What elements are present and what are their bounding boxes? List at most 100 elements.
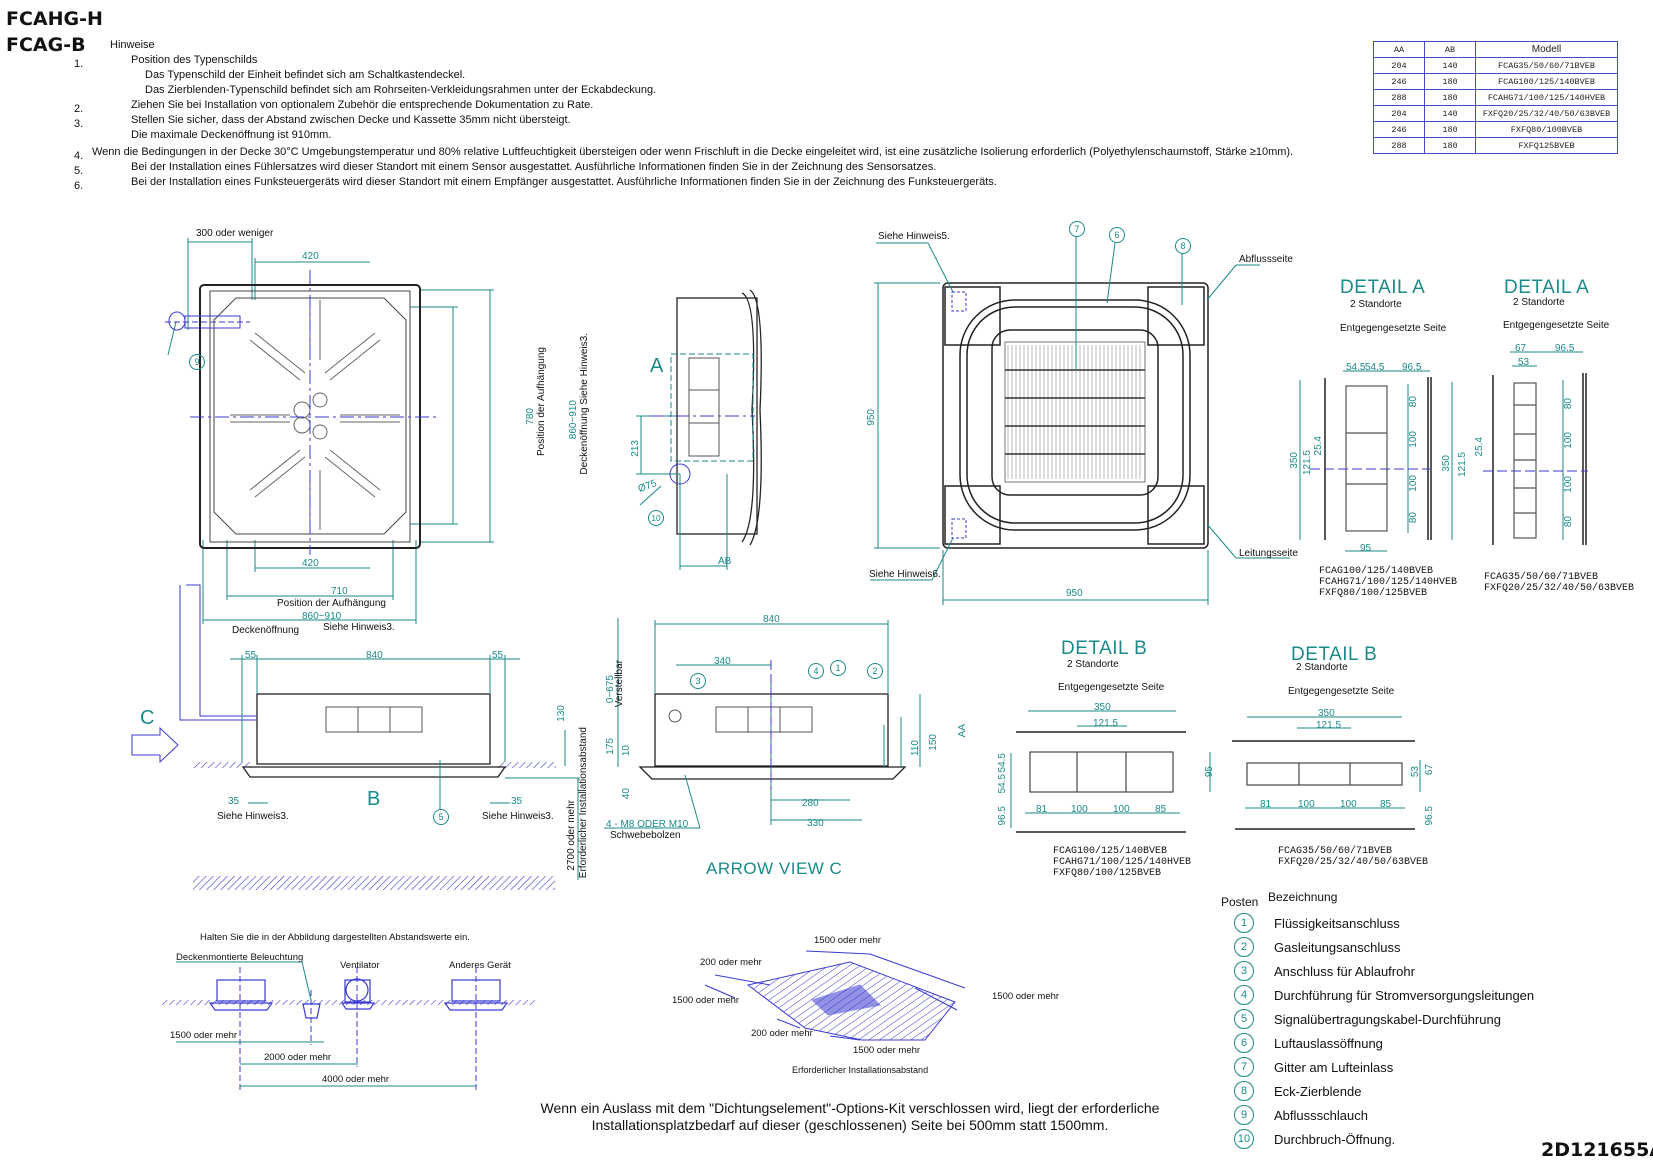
dim-2000-or-more: 2000 oder mehr	[264, 1052, 332, 1063]
dim-55-right: 55	[492, 650, 504, 661]
model-title-fcag: FCAG-B	[6, 34, 86, 56]
legend-label: Luftauslassöffnung	[1274, 1035, 1383, 1051]
dim-950-h: 950	[1066, 588, 1083, 599]
dim-710: 710	[331, 586, 348, 597]
note-text: Bei der Installation eines Fühlersatzes …	[131, 161, 937, 173]
footer-note-line2: Installationsplatzbedarf auf dieser (ges…	[591, 1117, 1109, 1133]
legend-item: 1 Flüssigkeitsanschluss	[1234, 911, 1400, 935]
legend-number: 10	[1234, 1129, 1254, 1149]
fan-label: Ventilator	[340, 960, 380, 971]
detail-b-left-side: Entgegengesetzte Seite	[1058, 682, 1165, 693]
dim: 350	[1318, 708, 1335, 719]
dim: 85	[1380, 799, 1392, 810]
note-number: 4.	[74, 150, 84, 162]
legend-number: 1	[1234, 913, 1254, 933]
legend-header-bezeichnung: Bezeichnung	[1268, 890, 1338, 904]
model-name: FCAHG71/100/125/140HVEB	[1053, 857, 1192, 868]
legend-item: 7 Gitter am Lufteinlass	[1234, 1055, 1393, 1079]
dim-280: 280	[802, 798, 819, 809]
callout-4: 4	[808, 663, 824, 679]
detail-b-right-sub: 2 Standorte	[1296, 662, 1348, 673]
iso-dim-top: 1500 oder mehr	[814, 935, 882, 946]
spacing-caption: Halten Sie die in der Abbildung dargeste…	[200, 932, 470, 943]
dim: 95	[1360, 543, 1372, 554]
dim: 54.5	[1365, 362, 1385, 373]
dim-420-top: 420	[302, 251, 319, 262]
view-letter-b: B	[367, 788, 381, 810]
see-note-3-label: Siehe Hinweis3.	[323, 622, 395, 633]
callout-1: 1	[830, 660, 846, 676]
legend-number: 9	[1234, 1105, 1254, 1125]
model-name: FCAHG71/100/125/140HVEB	[1319, 577, 1458, 588]
model-name: FXFQ20/25/32/40/50/63BVEB	[1484, 583, 1635, 594]
dim: 54.5	[1346, 362, 1366, 373]
dim-35-left: 35	[228, 796, 240, 807]
callout-5: 5	[433, 809, 449, 825]
callout-10: 10	[648, 510, 664, 526]
legend-number: 7	[1234, 1057, 1254, 1077]
legend-label: Flüssigkeitsanschluss	[1274, 915, 1400, 931]
legend-number: 3	[1234, 961, 1254, 981]
dim-ab: AB	[718, 556, 732, 567]
legend-item: 8 Eck-Zierblende	[1234, 1079, 1361, 1103]
detail-b-right-title: DETAIL B	[1291, 644, 1378, 665]
legend-item: 10 Durchbruch-Öffnung.	[1234, 1127, 1395, 1151]
callout-2: 2	[867, 663, 883, 679]
iso-caption: Erforderlicher Installationsabstand	[792, 1065, 929, 1075]
callout-8: 8	[1175, 238, 1191, 254]
arrow-view-c-title: ARROW VIEW C	[706, 859, 843, 878]
legend-label: Gasleitungsanschluss	[1274, 939, 1401, 955]
dim: 85	[1155, 804, 1167, 815]
dim-420-bottom: 420	[302, 558, 319, 569]
view-letter-a: A	[650, 355, 664, 377]
iso-dim-left: 1500 oder mehr	[672, 995, 740, 1006]
dim-4000-or-more: 4000 oder mehr	[322, 1074, 390, 1085]
dim: 81	[1036, 804, 1048, 815]
legend-label: Durchbruch-Öffnung.	[1274, 1131, 1396, 1147]
callout-6: 6	[1109, 227, 1125, 243]
legend-label: Gitter am Lufteinlass	[1274, 1059, 1394, 1075]
detail-a-left-title: DETAIL A	[1340, 277, 1426, 298]
dim-55-left: 55	[245, 650, 257, 661]
dim-840-c: 840	[763, 614, 780, 625]
bolt-spec: 4 - M8 ODER M10	[606, 819, 689, 830]
note-text: Position des Typenschilds	[131, 54, 258, 66]
detail-a-right-side: Entgegengesetzte Seite	[1503, 320, 1610, 331]
legend-header-posten: Posten	[1221, 895, 1259, 909]
dim-860-910-h: 860~910	[302, 611, 342, 622]
dim: 121.5	[1093, 718, 1119, 729]
legend-number: 4	[1234, 985, 1254, 1005]
dim-35-right: 35	[511, 796, 523, 807]
model-name: FCAG35/50/60/71BVEB	[1484, 572, 1599, 583]
note-text: Wenn die Bedingungen in der Decke 30°C U…	[92, 146, 1294, 158]
note-number: 1.	[74, 58, 84, 70]
note-text: Das Zierblenden-Typenschild befindet sic…	[145, 84, 657, 96]
model-name: FXFQ80/100/125BVEB	[1053, 868, 1162, 879]
dim: 81	[1260, 799, 1272, 810]
dim: 121.5	[1316, 720, 1342, 731]
suspension-position-label-h: Position der Aufhängung	[277, 598, 386, 609]
note-text: Bei der Installation eines Funksteuerger…	[131, 176, 997, 188]
dim: 100	[1071, 804, 1088, 815]
document-number: 2D121655A	[1541, 1139, 1653, 1161]
detail-a-left-models: FCAG100/125/140BVEB FCAHG71/100/125/140H…	[1319, 566, 1457, 599]
see-note-3-left: Siehe Hinweis3.	[217, 811, 289, 822]
model-name: FCAG35/50/60/71BVEB	[1278, 846, 1393, 857]
legend-label: Durchführung für Stromversorgungsleitung…	[1274, 987, 1535, 1003]
legend-number: 8	[1234, 1081, 1254, 1101]
legend-label: Eck-Zierblende	[1274, 1083, 1362, 1099]
detail-b-right-models: FCAG35/50/60/71BVEB FXFQ20/25/32/40/50/6…	[1278, 846, 1428, 868]
see-note-5-label: Siehe Hinweis5.	[878, 231, 950, 242]
note-text: Ziehen Sie bei Installation von optional…	[131, 99, 594, 111]
